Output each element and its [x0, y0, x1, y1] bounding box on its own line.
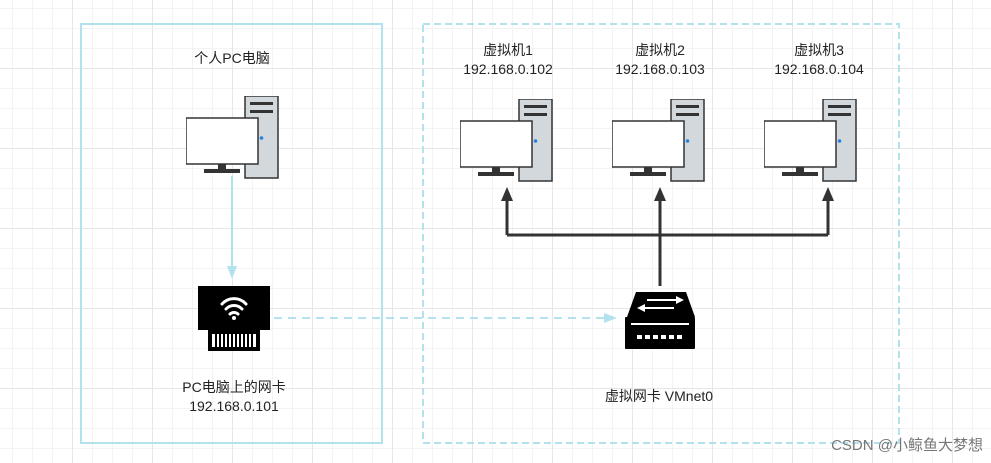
vm1-name: 虚拟机1 [483, 42, 533, 58]
vnic-label: 虚拟网卡 VMnet0 [604, 388, 714, 404]
vm2-ip: 192.168.0.103 [615, 61, 705, 77]
vm2-computer-icon [612, 99, 705, 182]
vm3-name: 虚拟机3 [794, 42, 844, 58]
virtual-box [422, 23, 900, 444]
watermark: CSDN @小鲸鱼大梦想 [831, 437, 983, 454]
vm3-computer-icon [764, 99, 857, 182]
pc-computer-icon [186, 96, 279, 179]
pc-to-nic-arrow [227, 176, 237, 279]
switch-to-vms-connection [505, 200, 830, 286]
vm3-ip: 192.168.0.104 [774, 61, 864, 77]
vm2-name: 虚拟机2 [635, 42, 685, 58]
pc-title: 个人PC电脑 [194, 50, 270, 66]
nic-to-switch-arrow [274, 313, 617, 323]
pc-box [80, 23, 383, 444]
vm1-computer-icon [460, 99, 553, 182]
vm-arrowheads [501, 187, 834, 201]
wifi-card-icon [198, 286, 270, 351]
nic-label: PC电脑上的网卡 [182, 379, 286, 395]
vm1-ip: 192.168.0.102 [463, 61, 553, 77]
virtual-switch-icon [625, 292, 695, 349]
nic-ip: 192.168.0.101 [189, 398, 279, 414]
